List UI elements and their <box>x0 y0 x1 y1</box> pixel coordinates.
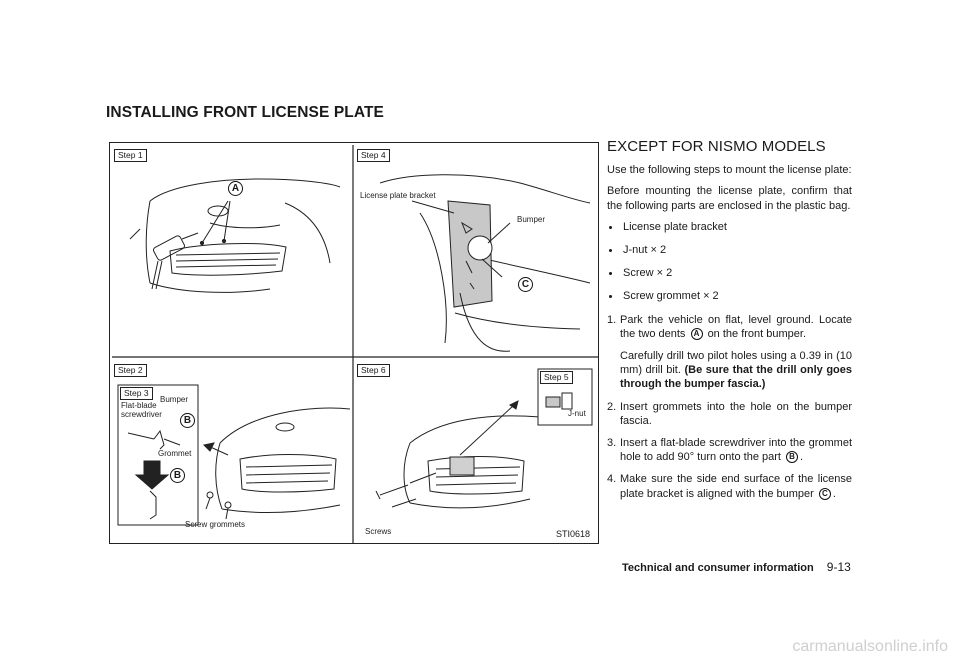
section-title: INSTALLING FRONT LICENSE PLATE <box>106 104 384 121</box>
parts-list-item: Screw × 2 <box>607 266 852 280</box>
step-2: 2. Insert grommets into the hole on the … <box>607 400 852 428</box>
callout-flat-blade: Flat-blade <box>121 401 157 410</box>
badge-a-inline: A <box>690 327 703 340</box>
callout-screws: Screws <box>365 527 392 536</box>
badge-c-inline: C <box>818 487 831 500</box>
step-3: 3. Insert a flat-blade screwdriver into … <box>607 436 852 464</box>
step2-text: Insert grommets into the hole on the bum… <box>620 400 852 427</box>
steps-list: 1. Park the vehicle on flat, level groun… <box>607 313 852 501</box>
installation-illustration <box>112 145 598 543</box>
subsection-heading: EXCEPT FOR NISMO MODELS <box>607 138 826 155</box>
parts-list: License plate bracket J-nut × 2 Screw × … <box>607 220 852 304</box>
badge-c: C <box>518 277 533 292</box>
instructions-column: EXCEPT FOR NISMO MODELS Use the followin… <box>607 138 852 509</box>
page-number: 9-13 <box>826 560 851 574</box>
installation-figure: Step 1 Step 4 Step 2 Step 6 Step 3 Step … <box>109 142 599 544</box>
step-4: 4. Make sure the side end surface of the… <box>607 472 852 500</box>
badge-a: A <box>228 181 243 196</box>
parts-list-item: License plate bracket <box>607 220 852 234</box>
step3-text-b: . <box>800 451 804 464</box>
step1-text-a: Park the vehicle on flat, level ground. … <box>620 313 852 340</box>
callout-j-nut: J-nut <box>568 409 586 418</box>
step-1: 1. Park the vehicle on flat, level groun… <box>607 313 852 392</box>
step-number: 3. <box>607 437 617 450</box>
callout-grommet: Grommet <box>158 449 192 458</box>
step4-text-a: Make sure the side end surface of the li… <box>620 473 852 500</box>
step4-text-b: . <box>832 487 836 500</box>
callout-license-plate-bracket: License plate bracket <box>360 191 436 200</box>
figure-code: STI0618 <box>555 529 590 539</box>
callout-bumper-step4: Bumper <box>517 215 546 224</box>
badge-b-lower: B <box>170 468 185 483</box>
step1-text-b: on the front bumper. <box>707 327 807 340</box>
watermark: carmanualsonline.info <box>792 638 948 655</box>
parts-list-item: J-nut × 2 <box>607 243 852 257</box>
callout-screwdriver: screwdriver <box>121 410 162 419</box>
badge-b-inline: B <box>786 451 799 464</box>
step4-label: Step 4 <box>357 149 390 162</box>
step1-text-c: Carefully drill two pilot holes using a … <box>620 350 852 377</box>
step-number: 2. <box>607 400 617 413</box>
step1-label: Step 1 <box>114 149 147 162</box>
step3-text-a: Insert a flat-blade screwdriver into the… <box>620 437 852 464</box>
before-paragraph: Before mounting the license plate, confi… <box>607 185 852 212</box>
step6-label: Step 6 <box>357 364 390 377</box>
page-footer: Technical and consumer information 9-13 <box>622 560 851 574</box>
badge-b-upper: B <box>180 413 195 428</box>
step2-label: Step 2 <box>114 364 147 377</box>
step-number: 1. <box>607 313 617 326</box>
step3-label: Step 3 <box>120 387 153 400</box>
footer-title: Technical and consumer information <box>622 562 814 574</box>
step5-label: Step 5 <box>540 371 573 384</box>
intro-paragraph: Use the following steps to mount the lic… <box>607 164 852 177</box>
callout-bumper-step3: Bumper <box>160 395 189 404</box>
step-number: 4. <box>607 473 617 486</box>
callout-screw-grommets: Screw grommets <box>185 520 246 529</box>
parts-list-item: Screw grommet × 2 <box>607 289 852 303</box>
step1-warning: (Be sure that the drill only goes throug… <box>620 364 852 391</box>
